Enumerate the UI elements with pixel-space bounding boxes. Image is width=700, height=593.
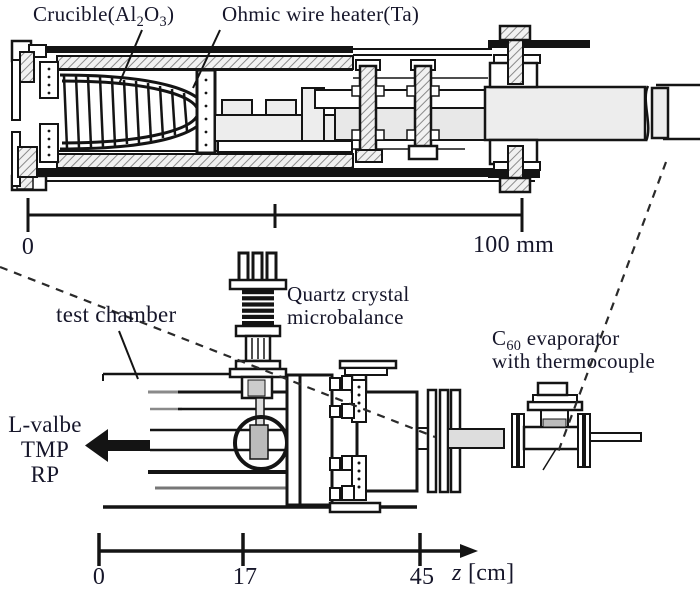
qcm-sensor-circle: [233, 415, 289, 471]
sample-rod: [483, 83, 700, 142]
inner-rods: [314, 89, 493, 141]
heater-label: Ohmic wire heater(Ta): [222, 2, 420, 26]
test-chamber-drawing: [85, 251, 642, 566]
pump-arrow: [85, 429, 150, 462]
top-scale-zero-label: 0: [21, 234, 35, 260]
z-axis-unit-label: z [cm]: [452, 560, 515, 586]
z-axis-17-label: 17: [232, 564, 258, 590]
middle-flange-disks: [351, 59, 440, 163]
z-axis-0-label: 0: [92, 564, 106, 590]
evaporator-label: C60 evaporator with thermocouple: [492, 326, 656, 373]
right-flange: [488, 24, 590, 194]
test-chamber-leader: [118, 330, 139, 380]
heater-coil: [62, 75, 189, 149]
left-flange: [10, 39, 59, 192]
z-axis: [97, 533, 478, 566]
qcm-label: Quartz crystal microbalance: [287, 282, 410, 329]
crucible-support-plate: [195, 68, 217, 155]
evaporator-assembly: [417, 381, 642, 494]
zoom-dashed-lines: [0, 161, 668, 456]
top-label-leaders: [118, 29, 221, 89]
test-chamber-label: test chamber: [56, 302, 177, 327]
crucible-label: Crucible(Al2O3): [33, 2, 175, 31]
chamber-end-flanges: [285, 359, 419, 514]
qcm-bellows: [242, 290, 274, 326]
top-scale-100mm-label: 100 mm: [473, 232, 555, 258]
qcm-feedthrough: [228, 251, 288, 427]
top-scale-bar: [26, 198, 524, 232]
evaporator-cross-section: [10, 24, 700, 232]
bottom-bellows-fitting: [328, 455, 382, 514]
flange-bolt-dots: [47, 67, 51, 157]
inner-support-blocks: [214, 87, 353, 153]
top-bellows-fitting: [329, 375, 367, 423]
pump-stack-label: L-valbe TMP RP: [8, 412, 82, 487]
z-axis-45-label: 45: [409, 564, 435, 590]
crucible-drawing: [59, 73, 208, 151]
